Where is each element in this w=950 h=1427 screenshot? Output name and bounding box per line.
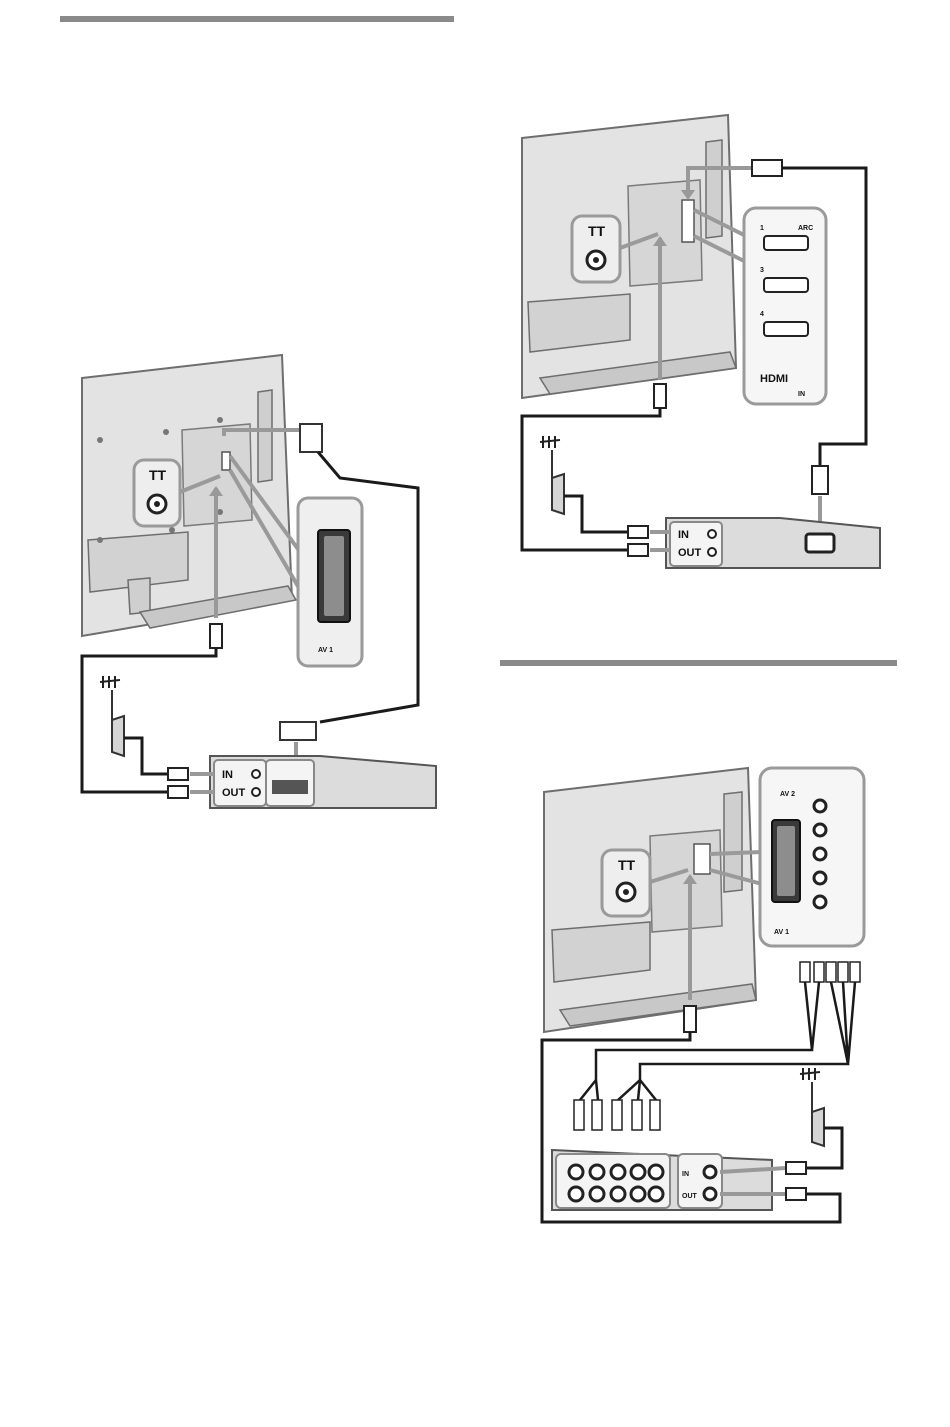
recorder-device-3: IN OUT	[552, 1150, 806, 1210]
av1-label-2: AV 1	[774, 929, 789, 936]
svg-text:TT: TT	[618, 857, 636, 873]
av2-label: AV 2	[780, 791, 795, 798]
recorder-out-label-3: OUT	[682, 1193, 698, 1200]
recorder-in-label-3: IN	[682, 1171, 689, 1178]
